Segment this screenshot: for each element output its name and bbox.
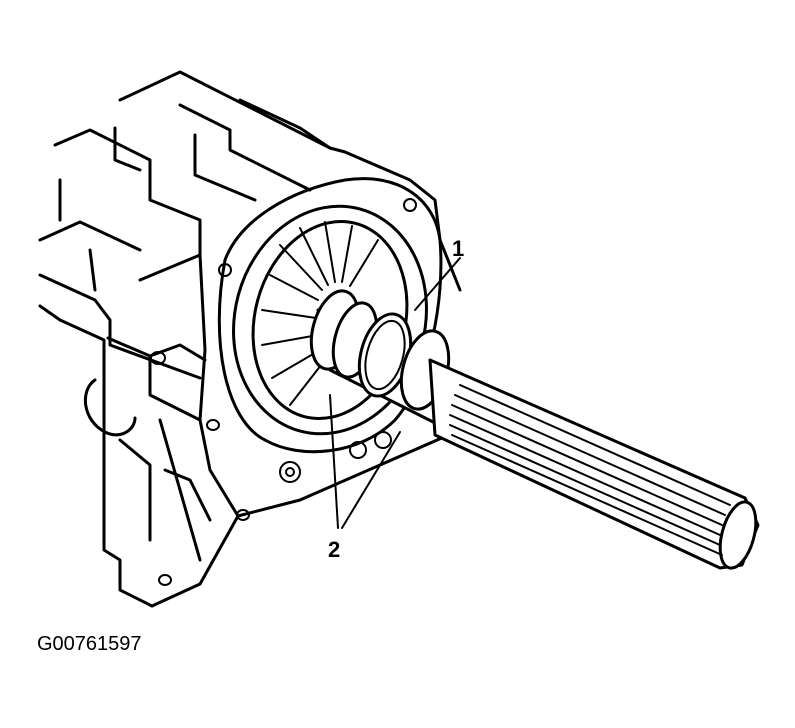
transmission-case [38, 70, 462, 608]
figure-id-label: G00761597 [37, 633, 142, 655]
callout-1-label: 1 [452, 236, 465, 261]
shaft-splines [449, 384, 731, 556]
input-shaft [309, 289, 760, 570]
callout-2-label: 2 [328, 537, 341, 562]
callout-leaders [329, 257, 461, 529]
